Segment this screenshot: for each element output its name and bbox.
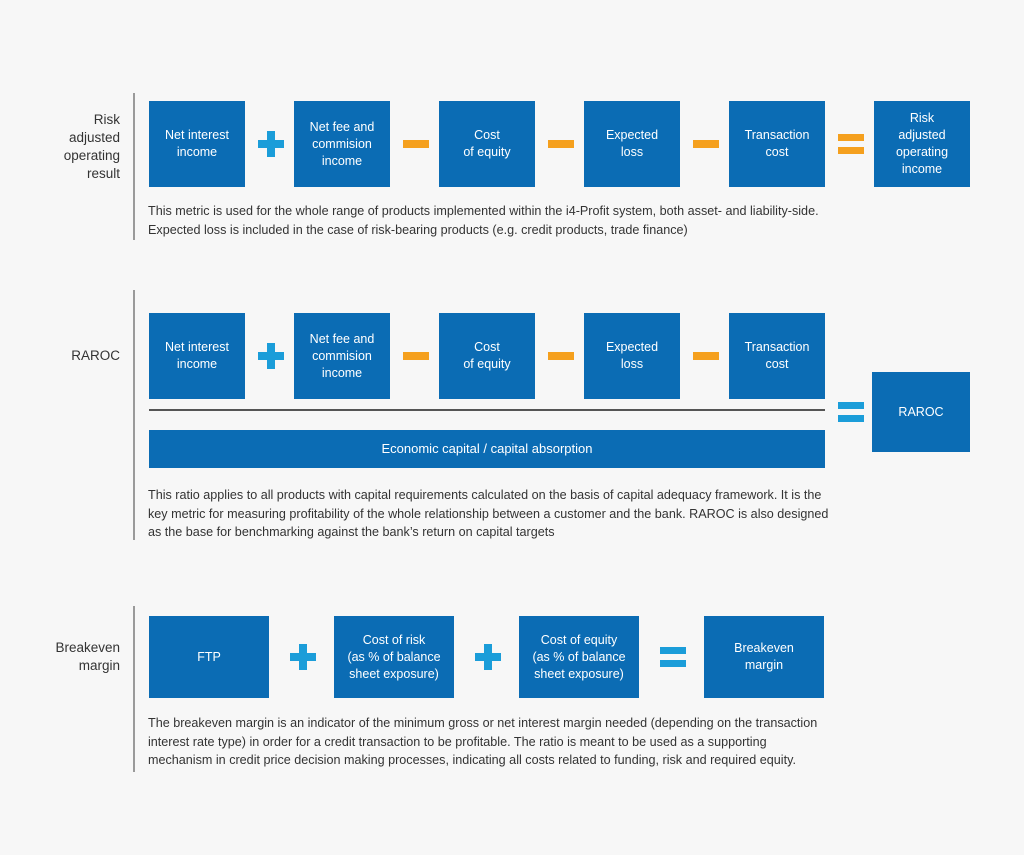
box-breakeven-margin-result: Breakeven margin — [704, 616, 824, 698]
operator-equals-icon-2 — [838, 402, 864, 422]
operator-minus-icon-5 — [548, 352, 574, 360]
description-risk-adjusted-operating-result: This metric is used for the whole range … — [148, 204, 819, 237]
section-breakeven-margin: Breakeven margin FTP Cost of risk (as % … — [55, 606, 824, 772]
row-label-risk-adjusted-operating-result: Risk adjusted operating result — [63, 112, 120, 181]
fraction-divider-line — [149, 409, 825, 411]
section-divider-rule-3 — [133, 606, 135, 772]
operator-minus-icon-3 — [693, 140, 719, 148]
box-cost-of-risk: Cost of risk (as % of balance sheet expo… — [334, 616, 454, 698]
section-raroc: RAROC Net interest income Net fee and co… — [71, 290, 970, 540]
operator-equals-icon-3 — [660, 647, 686, 667]
box-net-interest-income-1: Net interest income — [149, 101, 245, 187]
box-ftp: FTP — [149, 616, 269, 698]
description-raroc: This ratio applies to all products with … — [148, 488, 829, 539]
box-cost-of-equity-2: Cost of equity — [439, 313, 535, 399]
operator-minus-icon-1 — [403, 140, 429, 148]
box-cost-of-equity-3: Cost of equity (as % of balance sheet ex… — [519, 616, 639, 698]
box-net-interest-income-2: Net interest income — [149, 313, 245, 399]
operator-equals-icon-1 — [838, 134, 864, 154]
description-breakeven-margin: The breakeven margin is an indicator of … — [148, 716, 818, 767]
row-label-raroc: RAROC — [71, 348, 120, 363]
operator-minus-icon-6 — [693, 352, 719, 360]
box-raroc-result: RAROC — [872, 372, 970, 452]
box-expected-loss-2: Expected loss — [584, 313, 680, 399]
operator-plus-icon-1 — [258, 131, 284, 157]
box-net-fee-and-commision-income-2: Net fee and commision income — [294, 313, 390, 399]
row-label-breakeven-margin: Breakeven margin — [55, 640, 120, 673]
box-risk-adjusted-operating-income-result: Risk adjusted operating income — [874, 101, 970, 187]
box-expected-loss-1: Expected loss — [584, 101, 680, 187]
section-risk-adjusted-operating-result: Risk adjusted operating result Net inter… — [0, 0, 1024, 260]
box-cost-of-equity-1: Cost of equity — [439, 101, 535, 187]
operator-plus-icon-2 — [258, 343, 284, 369]
operator-minus-icon-4 — [403, 352, 429, 360]
box-transaction-cost-2: Transaction cost — [729, 313, 825, 399]
operator-plus-icon-3 — [290, 644, 316, 670]
operator-minus-icon-2 — [548, 140, 574, 148]
operator-plus-icon-4 — [475, 644, 501, 670]
box-net-fee-and-commision-income-1: Net fee and commision income — [294, 101, 390, 187]
section-divider-rule-1 — [133, 93, 135, 240]
section-divider-rule-2 — [133, 290, 135, 540]
box-transaction-cost-1: Transaction cost — [729, 101, 825, 187]
box-economic-capital-denominator: Economic capital / capital absorption — [149, 430, 825, 468]
